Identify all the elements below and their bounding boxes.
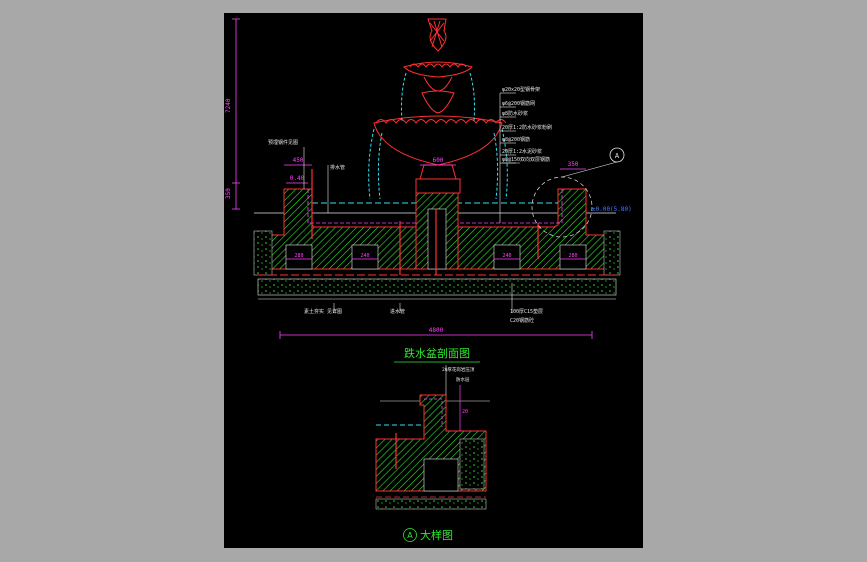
note-bottom-1: 素土夯实 见详图 bbox=[304, 308, 342, 315]
cad-drawing: A 7240 350 4800 450 0.40 600 350 280 240… bbox=[225, 18, 632, 542]
basin-section bbox=[253, 188, 621, 276]
water-streams bbox=[368, 72, 508, 200]
detail-title: 大样图 bbox=[420, 528, 453, 542]
note-bottom-4: C20钢筋砼 bbox=[510, 317, 534, 324]
note-right-1: φ20x20型钢骨架 bbox=[502, 86, 540, 93]
note-bottom-2: 进水管 bbox=[390, 308, 405, 315]
note-mid: 排水管 bbox=[330, 164, 345, 171]
note-right-2: φ6@200钢筋网 bbox=[502, 100, 535, 107]
dim-040: 0.40 bbox=[290, 175, 305, 182]
dim-240-b: 240 bbox=[502, 253, 511, 259]
note-right-3: φ8防水砂浆 bbox=[502, 110, 528, 117]
base-slab bbox=[257, 274, 617, 300]
note-right-4: 20厚1:2防水砂浆粉刷 bbox=[502, 124, 552, 131]
elevation-label: ±0.00(5.80) bbox=[592, 206, 632, 213]
dim-280-b: 280 bbox=[568, 253, 577, 259]
drawing-sheet: A 7240 350 4800 450 0.40 600 350 280 240… bbox=[224, 13, 643, 548]
detail-drawing bbox=[375, 365, 490, 510]
section-title: 跌水盆剖面图 bbox=[404, 346, 470, 360]
detail-marker: A bbox=[407, 531, 413, 540]
note-bottom-3: 100厚C15垫层 bbox=[510, 308, 543, 315]
dim-450: 450 bbox=[293, 157, 304, 164]
detail-marker-circle bbox=[403, 528, 417, 542]
dim-height-total: 7240 bbox=[225, 98, 232, 113]
detail-note-2: 防水层 bbox=[456, 376, 470, 383]
note-left-top: 预埋钢件见图 bbox=[268, 139, 298, 146]
leader-lines bbox=[303, 92, 520, 313]
note-right-7: φ8@150双向双层钢筋 bbox=[502, 156, 550, 163]
note-right-6: 20厚1:2水泥砂浆 bbox=[502, 148, 542, 155]
detail-note-1: 20厚花岗岩压顶 bbox=[442, 366, 475, 373]
section-symbol-label: A bbox=[615, 152, 620, 160]
fountain-sculpture bbox=[373, 18, 507, 194]
note-right-5: φ8@200钢筋 bbox=[502, 136, 530, 143]
dimension-lines bbox=[232, 18, 593, 339]
dim-280-a: 280 bbox=[294, 253, 303, 259]
dim-600: 600 bbox=[433, 157, 444, 164]
dim-height-base: 350 bbox=[225, 188, 232, 199]
dim-350: 350 bbox=[568, 161, 579, 168]
detail-dim: 20 bbox=[462, 409, 468, 415]
dim-240-a: 240 bbox=[360, 253, 369, 259]
dim-width-total: 4800 bbox=[429, 327, 444, 334]
pipes bbox=[311, 169, 539, 275]
